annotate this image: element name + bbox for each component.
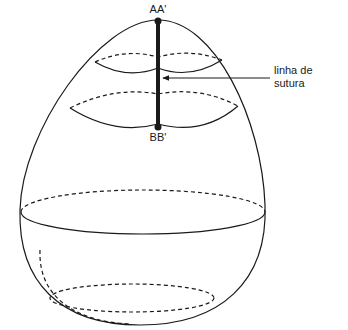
egg-back-contour <box>40 250 130 324</box>
egg-outline <box>20 20 265 325</box>
suture-end-dot <box>155 124 162 131</box>
second-ring-front <box>70 106 238 128</box>
suture-line <box>156 22 160 127</box>
callout-label: linha de sutura <box>273 64 337 90</box>
leader-arrow <box>163 78 270 79</box>
point-label: AA' <box>149 3 168 16</box>
suture-end-dot <box>155 18 162 25</box>
middle-ring-front <box>21 212 265 234</box>
middle-ring-back <box>21 190 265 212</box>
bottom-ring <box>50 284 214 312</box>
point-label: BB' <box>149 131 168 144</box>
second-ring-back <box>70 92 238 108</box>
